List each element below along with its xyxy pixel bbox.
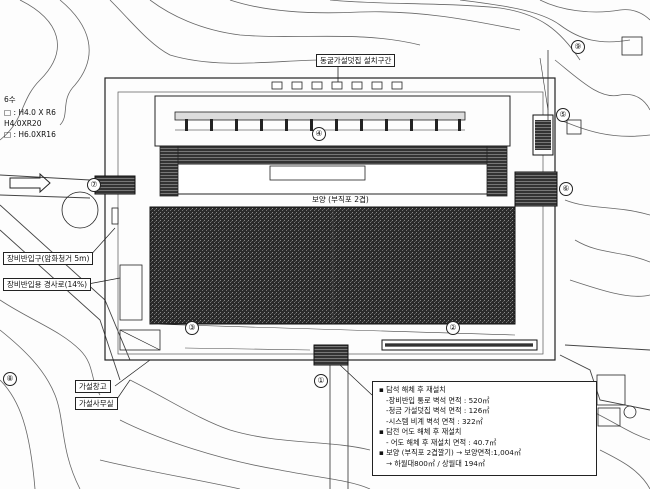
west-gate (94, 175, 136, 195)
hall-roof (164, 145, 506, 165)
label-equipment-entry: 장비반입구(암화청거 5m) (3, 252, 94, 265)
marker-7: ⑦ (87, 178, 101, 192)
ramp-area (119, 264, 143, 321)
legend-item3-line: → 하월대800㎡ / 상월대 194㎡ (386, 458, 486, 468)
gallery-piers (185, 119, 461, 131)
label-paving: 보양 (부직포 2겹) (312, 195, 369, 204)
label-temp-office: 가설사무실 (75, 397, 118, 410)
label-temp-storage: 가설창고 (75, 380, 111, 393)
legend-item3-title: ▪ 보양 (부직포 2겹깔기) → 보양면적:1,004㎡ (379, 448, 522, 457)
south-gate (313, 344, 349, 366)
spec-line-3: H4.0XR20 (4, 119, 42, 128)
hall-step (269, 165, 366, 181)
marker-8: ⑧ (3, 372, 17, 386)
temp-structure (119, 329, 161, 351)
spec-line-1: 6수 (4, 95, 16, 104)
legend-item1-title: ▪ 담석 해체 후 재설치 (379, 385, 446, 394)
legend-item1-line: -청금 가설덧집 벽석 면적 : 126㎡ (386, 406, 490, 415)
courtyard-paving (149, 206, 516, 325)
marker-1: ① (314, 374, 328, 388)
legend-item1-line: -장비반입 통로 벽석 면적 : 520㎡ (386, 395, 490, 405)
scaffold-blocks (271, 81, 403, 90)
tree-circle (61, 191, 99, 229)
label-equipment-ramp: 장비반입용 경사로(14%) (3, 278, 92, 291)
marker-4: ④ (312, 127, 326, 141)
label-scaffold-section: 동굴가설덧집 설치구간 (316, 54, 396, 67)
legend-item1-line: -시스템 비계 벽석 면적 : 322㎡ (386, 416, 483, 426)
notes-legend: ▪ 담석 해체 후 재설치 -장비반입 통로 벽석 면적 : 520㎡ -청금 … (372, 381, 597, 476)
east-wing (486, 145, 508, 197)
spec-line-4: □ : H6.0XR16 (4, 130, 56, 139)
spec-line-2: □ : H4.0 X R6 (4, 108, 56, 117)
entry-arrow (9, 172, 51, 194)
west-wing (159, 145, 179, 197)
legend-item2-title: ▪ 담전 어도 해체 후 재설치 (379, 427, 462, 436)
marker-5: ⑤ (556, 108, 570, 122)
north-gallery (154, 95, 511, 147)
marker-2: ② (446, 321, 460, 335)
marker-6: ⑥ (559, 182, 573, 196)
marker-3: ③ (185, 321, 199, 335)
east-gate (514, 171, 558, 207)
legend-item2-line: - 어도 해체 후 재설치 면적 : 40.7㎡ (386, 437, 497, 447)
marker-9: ⑨ (571, 40, 585, 54)
